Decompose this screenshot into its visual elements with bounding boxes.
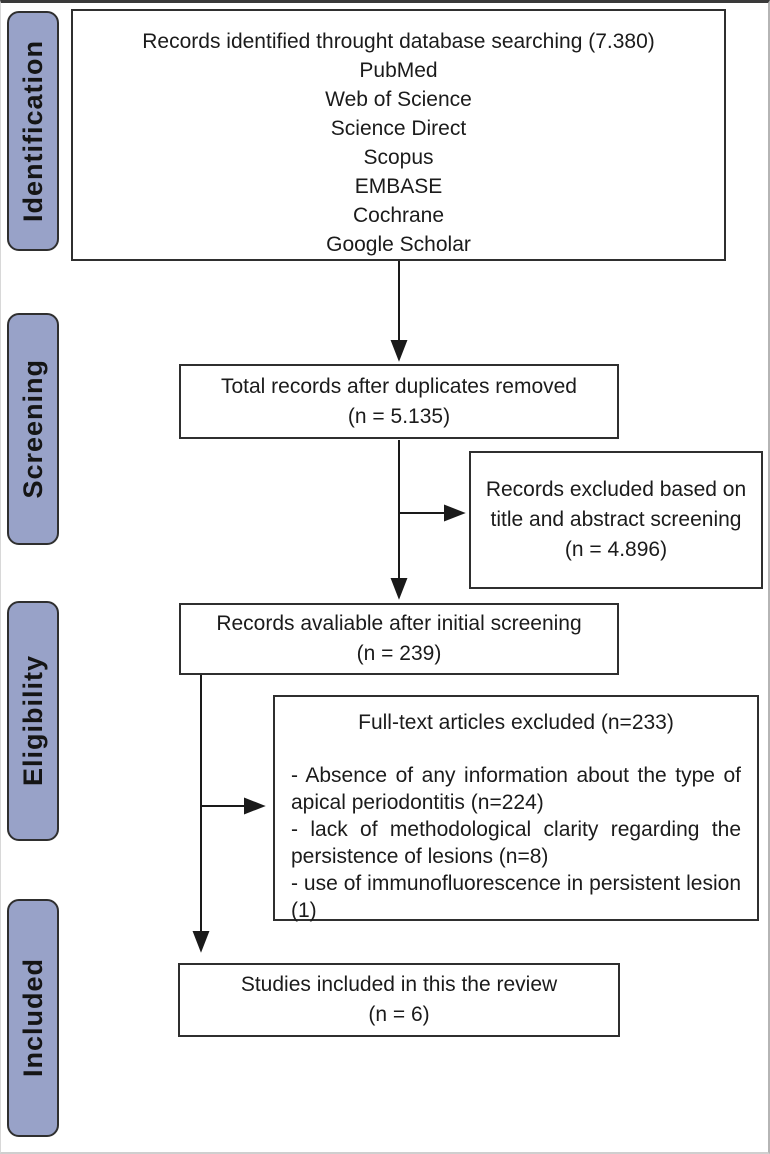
records-excluded-count: (n = 4.896) bbox=[564, 538, 668, 561]
arrowhead-identification-to-duplicates bbox=[390, 340, 408, 362]
records-available-box: Records avaliable after initial screenin… bbox=[179, 603, 619, 675]
studies-included-box: Studies included in this the review (n =… bbox=[178, 963, 620, 1037]
database-cochrane: Cochrane bbox=[352, 204, 445, 227]
records-identified-title: Records identified throught database sea… bbox=[142, 30, 655, 53]
stage-eligibility: Eligibility bbox=[7, 601, 59, 841]
duplicates-removed-count: (n = 5.135) bbox=[347, 404, 451, 428]
database-web-of-science: Web of Science bbox=[325, 88, 472, 111]
records-excluded-line1: Records excluded based on bbox=[485, 478, 747, 501]
records-excluded-line2: title and abstract screening bbox=[490, 508, 742, 531]
fulltext-excluded-box: Full-text articles excluded (n=233) - Ab… bbox=[273, 695, 759, 922]
records-available-line1: Records avaliable after initial screenin… bbox=[216, 612, 582, 635]
arrowhead-duplicates-to-available bbox=[390, 578, 408, 600]
stage-included-label: Included bbox=[17, 958, 48, 1078]
arrowhead-branch-to-excluded bbox=[444, 504, 466, 522]
duplicates-removed-box: Total records after duplicates removed (… bbox=[179, 364, 619, 439]
studies-included-count: (n = 6) bbox=[368, 1003, 430, 1026]
stage-screening-label: Screening bbox=[17, 359, 48, 499]
stage-identification: Identification bbox=[7, 11, 59, 251]
duplicates-removed-line1: Total records after duplicates removed bbox=[220, 374, 577, 398]
studies-included-line1: Studies included in this the review bbox=[240, 973, 558, 996]
fulltext-excluded-reason-2: - lack of methodological clarity regardi… bbox=[291, 818, 741, 868]
database-science-direct: Science Direct bbox=[330, 117, 467, 140]
fulltext-excluded-title: Full-text articles excluded (n=233) bbox=[358, 711, 674, 734]
database-embase: EMBASE bbox=[354, 175, 443, 198]
arrowhead-available-to-included bbox=[192, 931, 210, 953]
records-identified-box: Records identified throught database sea… bbox=[71, 9, 726, 261]
database-google-scholar: Google Scholar bbox=[326, 233, 471, 256]
database-pubmed: PubMed bbox=[359, 59, 438, 82]
database-scopus: Scopus bbox=[363, 146, 434, 169]
stage-screening: Screening bbox=[7, 313, 59, 545]
records-available-count: (n = 239) bbox=[356, 642, 442, 665]
records-excluded-box: Records excluded based on title and abst… bbox=[469, 451, 763, 589]
fulltext-excluded-reason-1: - Absence of any information about the t… bbox=[291, 764, 741, 814]
stage-eligibility-label: Eligibility bbox=[17, 655, 48, 787]
stage-identification-label: Identification bbox=[17, 40, 48, 222]
stage-included: Included bbox=[7, 899, 59, 1137]
fulltext-excluded-reason-3: - use of immunofluorescence in persisten… bbox=[291, 872, 741, 922]
arrowhead-branch-to-fulltext-excluded bbox=[244, 797, 266, 815]
